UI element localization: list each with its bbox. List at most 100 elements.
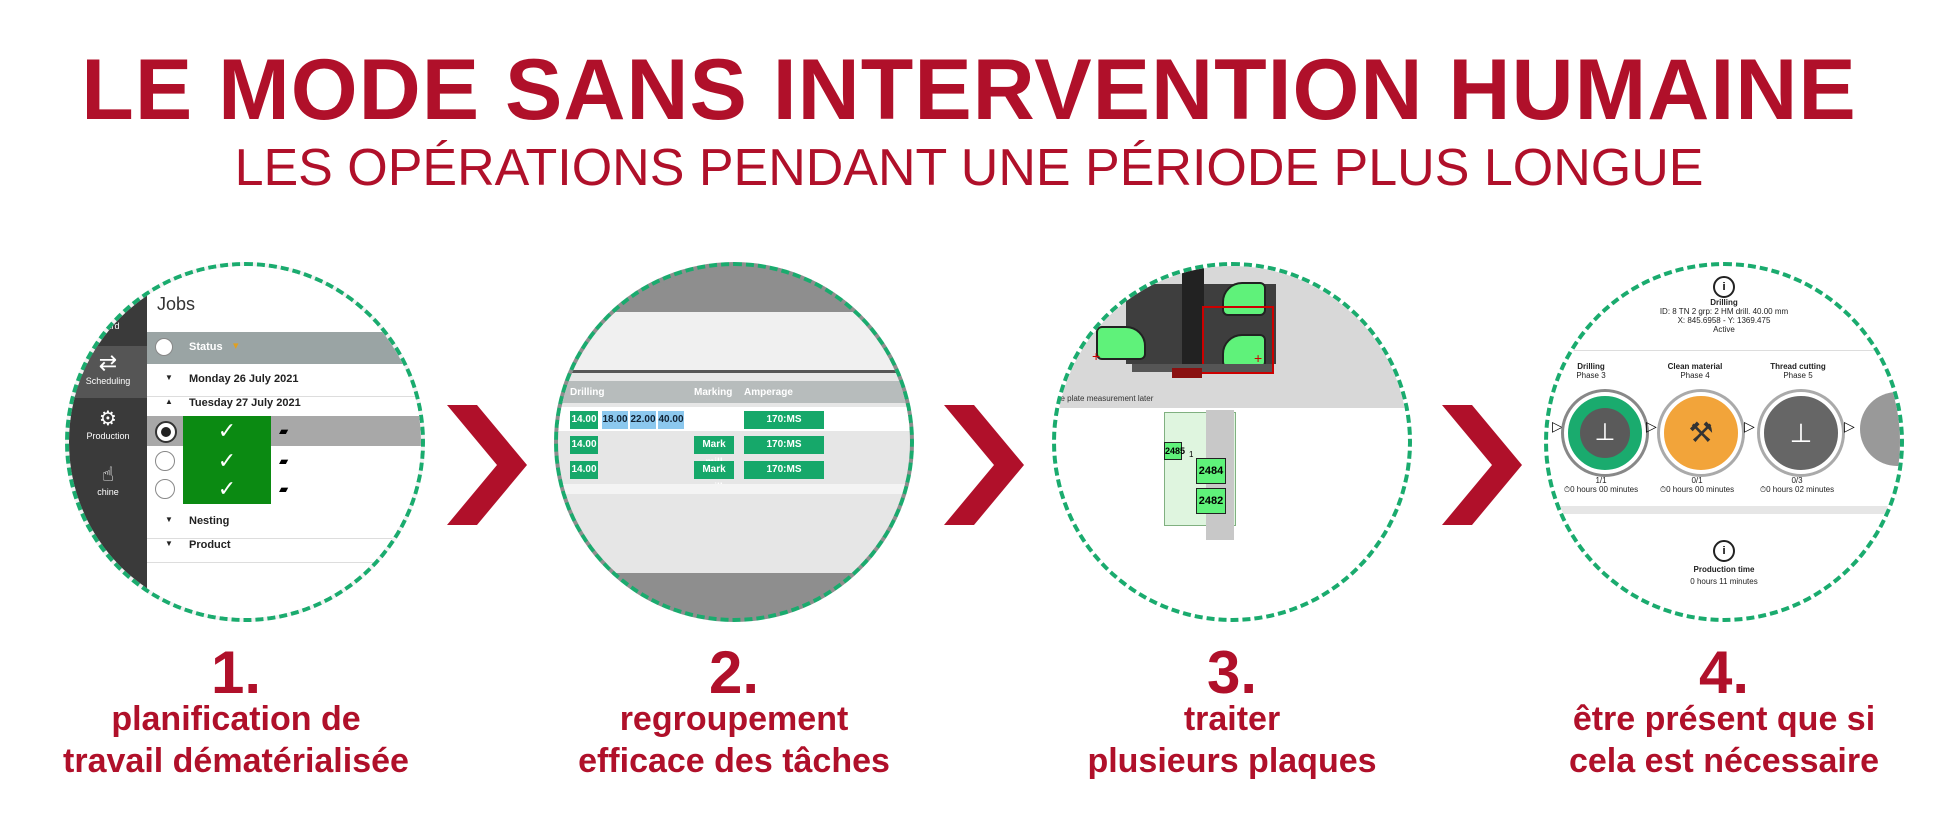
collapse-icon: ▼ xyxy=(165,373,173,382)
step-3-screen: + + he plate measurement later 2485 1 24… xyxy=(1052,262,1412,622)
group-row[interactable]: ▼ Nesting xyxy=(147,506,421,539)
table-footer xyxy=(558,484,910,494)
chevron-right-icon xyxy=(1442,405,1522,525)
next-phase-icon[interactable] xyxy=(1860,392,1900,466)
page-title: LE MODE SANS INTERVENTION HUMAINE xyxy=(81,42,1857,138)
info-panel: Drilling ID: 8 TN 2 grp: 2 HM drill. 40.… xyxy=(1659,298,1789,334)
step-4: i Drilling ID: 8 TN 2 grp: 2 HM drill. 4… xyxy=(1544,262,1904,622)
sidebar-item-scheduling[interactable]: ⇄ Scheduling xyxy=(69,346,147,398)
job-radio[interactable] xyxy=(155,451,175,471)
plate-marker: 1 xyxy=(1189,450,1194,459)
chevron-right-icon xyxy=(944,405,1024,525)
sidebar-item-dashboard[interactable]: board xyxy=(96,321,120,331)
job-radio[interactable] xyxy=(155,479,175,499)
check-icon: ✓ xyxy=(183,446,271,476)
date-label: Tuesday 27 July 2021 xyxy=(189,397,301,409)
collapse-icon: ▼ xyxy=(165,515,173,524)
amperage-chip[interactable]: 170:MS xyxy=(744,411,824,429)
jobs-panel: Jobs Status ▾ ▼ Monday 26 July 2021 ▲ Tu… xyxy=(147,266,421,618)
plate-2485[interactable]: 2485 xyxy=(1164,442,1185,460)
toolbar-strip xyxy=(558,312,910,372)
group-row[interactable]: ▼ Product xyxy=(147,530,421,563)
phase-progress: 0/3⏱0 hours 02 minutes xyxy=(1759,476,1835,494)
step-3-number: 3. xyxy=(1206,639,1258,706)
drilling-chip[interactable]: 40.00 xyxy=(658,411,684,429)
step-2-number: 2. xyxy=(708,639,760,706)
drilling-chip[interactable]: 18.00 xyxy=(602,411,628,429)
status-header: Status ▾ xyxy=(147,332,421,364)
scheduling-icon: ⇄ xyxy=(98,350,118,375)
play-icon: ▷ xyxy=(1552,418,1563,434)
brush-icon[interactable]: ⚒ xyxy=(1660,392,1742,474)
production-time: Production time 0 hours 11 minutes xyxy=(1690,565,1758,586)
drilling-chip[interactable]: 22.00 xyxy=(630,411,656,429)
collapse-icon: ▼ xyxy=(165,539,173,548)
selection-box[interactable] xyxy=(1202,306,1274,374)
amperage-chip[interactable]: 170:MS xyxy=(744,461,824,479)
drilling-chip[interactable]: 14.00 xyxy=(570,411,598,429)
table-header: Drilling Marking Amperage xyxy=(558,381,910,403)
sidebar-item-label: Production xyxy=(86,431,130,441)
amperage-chip[interactable]: 170:MS xyxy=(744,436,824,454)
group-label: Product xyxy=(189,539,231,551)
sidebar-item-production[interactable]: ⚙ Production xyxy=(69,406,147,441)
divider xyxy=(1548,506,1900,514)
step-2-screen: Drilling Marking Amperage 14.00 18.00 22… xyxy=(554,262,914,622)
info-icon[interactable]: i xyxy=(1713,276,1735,298)
status-label: Status xyxy=(189,341,223,353)
step-4-screen: i Drilling ID: 8 TN 2 grp: 2 HM drill. 4… xyxy=(1544,262,1904,622)
hand-icon: ☝ xyxy=(101,464,115,486)
sidebar-item-label: Scheduling xyxy=(85,376,131,386)
select-all-radio[interactable] xyxy=(155,338,173,356)
marking-chip[interactable]: Mark mill xyxy=(694,461,734,493)
plus-icon: + xyxy=(1254,350,1263,366)
sort-icon[interactable]: ▾ xyxy=(233,340,239,352)
plate-icon: ▰ xyxy=(279,424,289,438)
gear-icon: ⚙ xyxy=(99,408,117,430)
thread-icon[interactable]: ⊥ xyxy=(1760,392,1842,474)
expand-icon: ▲ xyxy=(165,397,173,406)
info-icon[interactable]: i xyxy=(1713,540,1735,562)
play-icon: ▷ xyxy=(1744,418,1755,434)
tool-marker xyxy=(1172,368,1202,378)
clamp xyxy=(1222,334,1266,368)
plate-2484[interactable]: 2484 xyxy=(1196,458,1226,484)
plus-icon: + xyxy=(1092,348,1101,364)
check-icon: ✓ xyxy=(183,416,271,446)
divider xyxy=(558,370,910,373)
drilling-chip[interactable]: 14.00 xyxy=(570,461,598,479)
drill-icon[interactable]: ⊥ xyxy=(1564,392,1646,474)
phase-progress: 0/1⏱0 hours 00 minutes xyxy=(1659,476,1735,494)
step-4-number: 4. xyxy=(1698,639,1750,706)
plate-2482[interactable]: 2482 xyxy=(1196,488,1226,514)
play-icon: ▷ xyxy=(1844,418,1855,434)
jobs-title: Jobs xyxy=(157,294,196,314)
plate-icon: ▰ xyxy=(279,482,289,496)
group-label: Nesting xyxy=(189,515,230,527)
marking-chip[interactable]: Mark mill xyxy=(694,436,734,468)
sidebar: board ⇄ Scheduling ⚙ Production ☝ chine xyxy=(69,266,147,618)
phase-progress: 1/1⏱0 hours 00 minutes xyxy=(1563,476,1639,494)
clamp xyxy=(1222,282,1266,316)
step-3: + + he plate measurement later 2485 1 24… xyxy=(1052,262,1412,622)
chevron-right-icon xyxy=(447,405,527,525)
step-1-number: 1. xyxy=(210,639,262,706)
task-table: Drilling Marking Amperage 14.00 18.00 22… xyxy=(558,373,910,573)
step-2: Drilling Marking Amperage 14.00 18.00 22… xyxy=(554,262,914,622)
step-1-screen: board ⇄ Scheduling ⚙ Production ☝ chine … xyxy=(65,262,425,622)
rail xyxy=(1132,364,1272,372)
job-radio-selected[interactable] xyxy=(155,421,177,443)
date-row[interactable]: ▼ Monday 26 July 2021 xyxy=(147,364,421,397)
check-icon: ✓ xyxy=(183,474,271,504)
sidebar-item-machine[interactable]: ☝ chine xyxy=(69,462,147,497)
play-icon: ▷ xyxy=(1646,418,1657,434)
drilling-chip[interactable]: 14.00 xyxy=(570,436,598,454)
page-subtitle: LES OPÉRATIONS PENDANT UNE PÉRIODE PLUS … xyxy=(234,139,1704,197)
